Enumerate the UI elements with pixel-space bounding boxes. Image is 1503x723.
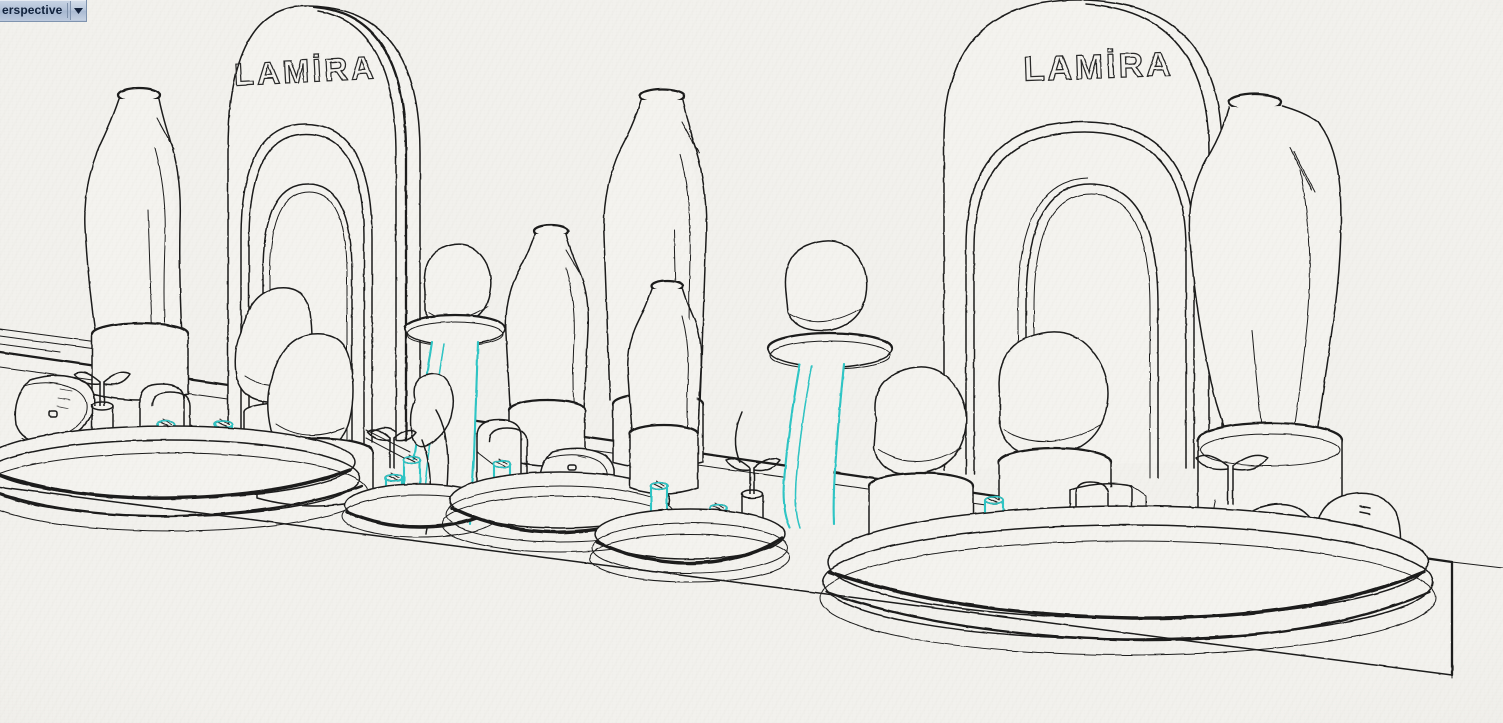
right-display-island[interactable]: LAMİRA [819, 0, 1437, 656]
dropdown-separator [67, 3, 69, 18]
viewport-toolbar: erspective [0, 0, 88, 22]
brand-text-left: LAMİRA [233, 49, 377, 92]
turntable-base-left[interactable] [0, 425, 369, 532]
necklace-bust-center-right[interactable] [626, 279, 703, 495]
necklace-bust-center[interactable] [505, 223, 590, 467]
turntable-base-right[interactable] [819, 505, 1437, 656]
turntable-base-center-right[interactable] [589, 508, 791, 583]
necklace-bust-tall-left[interactable] [84, 86, 190, 401]
center-display-island[interactable] [341, 87, 791, 583]
construction-lines [365, 429, 1453, 679]
pedestal-stand[interactable] [766, 240, 894, 530]
chevron-down-icon[interactable] [70, 1, 87, 20]
brand-text-right: LAMİRA [1023, 45, 1174, 88]
torso-bust-right[interactable] [1188, 92, 1344, 529]
camera-mode-label: erspective [2, 3, 63, 17]
camera-mode-dropdown[interactable]: erspective [0, 0, 88, 22]
left-display-island[interactable]: LAMİRA [0, 5, 421, 532]
